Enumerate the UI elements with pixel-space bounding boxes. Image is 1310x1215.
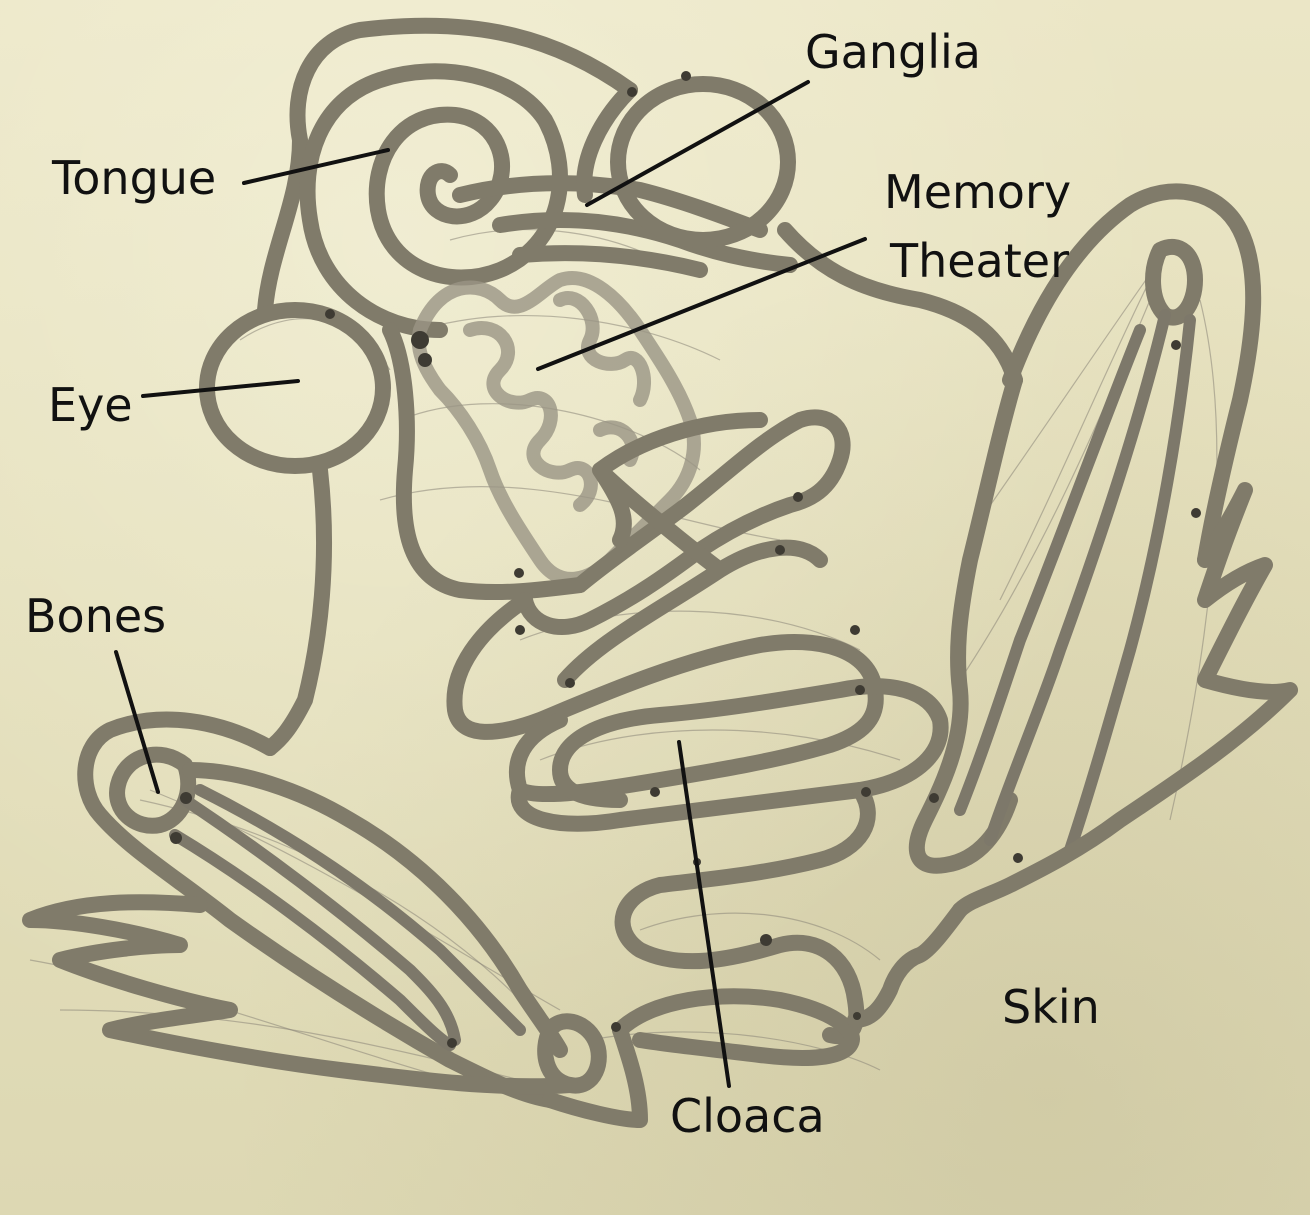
- left-leg-knee: [117, 755, 188, 826]
- leader-eye: [143, 381, 298, 396]
- label-skin: Skin: [1002, 980, 1100, 1034]
- label-tongue: Tongue: [51, 151, 216, 205]
- right-foot: [960, 490, 1290, 910]
- right-leg-bone-outer: [1153, 247, 1195, 318]
- cloaca-opening: [620, 996, 852, 1058]
- label-theater: Theater: [889, 234, 1069, 288]
- right-leg-bone: [960, 315, 1190, 850]
- tongue-spiral: [308, 71, 560, 330]
- label-bones: Bones: [25, 589, 166, 643]
- label-cloaca: Cloaca: [670, 1089, 825, 1143]
- label-memory: Memory: [884, 165, 1071, 219]
- right-foot-lower: [855, 910, 960, 1020]
- leader-cloaca: [679, 742, 729, 1086]
- label-eye: Eye: [48, 378, 133, 432]
- label-ganglia: Ganglia: [805, 25, 981, 79]
